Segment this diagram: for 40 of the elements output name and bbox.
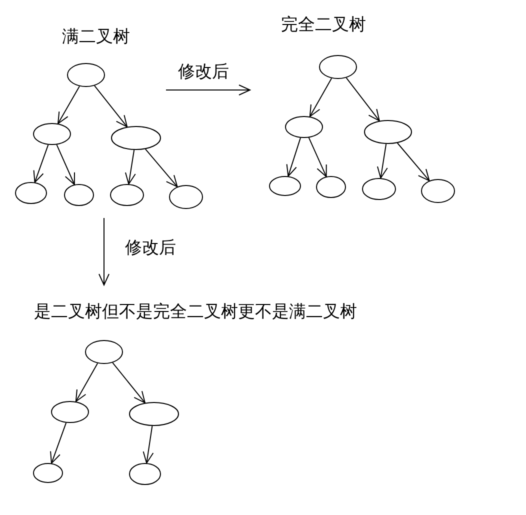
tree-node-ellipse <box>64 184 94 206</box>
tree-title: 满二叉树 <box>62 27 130 48</box>
arrow <box>112 362 146 404</box>
tree-node-ellipse <box>269 176 301 196</box>
tree-node-ellipse <box>33 123 71 145</box>
tree-node-ellipse <box>110 184 144 206</box>
tree-node-ellipse <box>316 176 346 198</box>
tree-node-ellipse <box>169 185 203 209</box>
arrow <box>286 137 301 177</box>
arrow <box>56 144 75 185</box>
caption-text: 是二叉树但不是完全二叉树更不是满二叉树 <box>34 302 357 322</box>
arrow-label: 修改后 <box>125 238 176 258</box>
arrow <box>309 78 332 117</box>
arrow <box>376 144 388 179</box>
tree-node-ellipse <box>15 182 47 204</box>
arrow <box>58 86 80 124</box>
tree-node-ellipse <box>364 120 412 144</box>
arrow <box>124 150 136 185</box>
tree-node-ellipse <box>129 463 161 485</box>
arrow <box>308 137 327 178</box>
arrow <box>33 144 49 183</box>
tree-node-ellipse <box>129 402 179 426</box>
tree-node-ellipse <box>285 116 323 138</box>
arrow <box>142 426 154 464</box>
tree-node-ellipse <box>67 63 105 87</box>
tree-title: 完全二叉树 <box>281 15 366 36</box>
arrow <box>396 142 430 182</box>
arrow <box>346 77 380 122</box>
tree-node-ellipse <box>111 126 161 150</box>
arrow <box>144 148 178 188</box>
arrow-label: 修改后 <box>178 62 229 82</box>
tree-node-ellipse <box>362 178 396 200</box>
tree-node-ellipse <box>421 179 455 203</box>
arrow <box>75 362 98 402</box>
tree-node-ellipse <box>85 340 123 364</box>
arrow <box>94 85 128 128</box>
arrow <box>50 422 67 464</box>
tree-node-ellipse <box>33 463 63 483</box>
tree-node-ellipse <box>319 55 357 79</box>
tree-node-ellipse <box>51 401 89 423</box>
